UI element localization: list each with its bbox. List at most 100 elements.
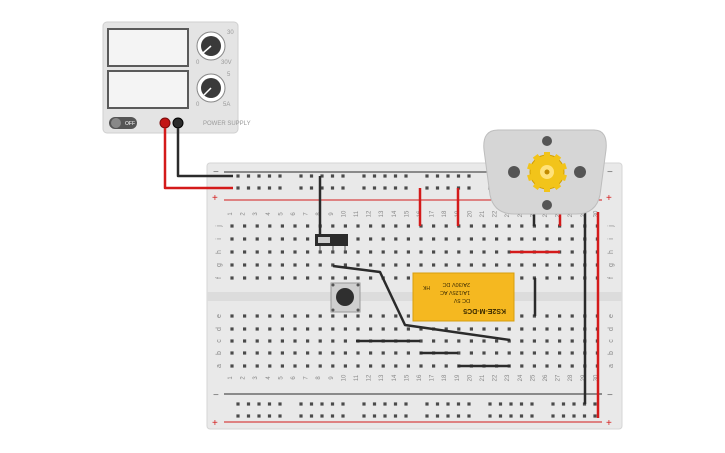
breadboard-hole[interactable] (309, 186, 314, 190)
breadboard-hole[interactable] (435, 186, 440, 190)
breadboard-hole[interactable] (406, 314, 410, 318)
breadboard-hole[interactable] (570, 250, 574, 254)
breadboard-hole[interactable] (545, 314, 549, 318)
breadboard-hole[interactable] (343, 339, 347, 343)
breadboard-hole[interactable] (404, 414, 408, 418)
breadboard-hole[interactable] (330, 174, 335, 178)
breadboard-hole[interactable] (246, 174, 251, 178)
breadboard-hole[interactable] (280, 364, 284, 368)
breadboard-hole[interactable] (331, 276, 335, 280)
breadboard-hole[interactable] (495, 224, 499, 228)
breadboard-hole[interactable] (257, 402, 261, 406)
breadboard-hole[interactable] (530, 414, 534, 418)
breadboard-hole[interactable] (320, 186, 324, 190)
breadboard-hole[interactable] (362, 414, 366, 418)
breadboard-hole[interactable] (309, 402, 314, 406)
breadboard-hole[interactable] (280, 276, 284, 280)
breadboard-hole[interactable] (306, 250, 310, 254)
breadboard-hole[interactable] (572, 414, 576, 418)
breadboard-hole[interactable] (469, 351, 473, 355)
breadboard-hole[interactable] (268, 224, 272, 228)
breadboard-hole[interactable] (545, 237, 549, 241)
breadboard-hole[interactable] (446, 402, 450, 406)
breadboard-hole[interactable] (331, 224, 335, 228)
breadboard-hole[interactable] (419, 237, 423, 241)
breadboard-hole[interactable] (432, 364, 436, 368)
breadboard-hole[interactable] (558, 263, 562, 267)
breadboard-hole[interactable] (268, 364, 272, 368)
breadboard-hole[interactable] (495, 351, 499, 355)
breadboard-hole[interactable] (435, 174, 440, 178)
breadboard-hole[interactable] (467, 174, 471, 178)
breadboard-hole[interactable] (545, 224, 549, 228)
breadboard-hole[interactable] (267, 414, 272, 418)
breadboard-hole[interactable] (267, 186, 272, 190)
breadboard-hole[interactable] (299, 402, 303, 406)
breadboard-hole[interactable] (482, 327, 486, 331)
breadboard-hole[interactable] (280, 224, 284, 228)
breadboard-hole[interactable] (280, 351, 284, 355)
breadboard-hole[interactable] (257, 174, 261, 178)
breadboard-hole[interactable] (495, 237, 499, 241)
breadboard-hole[interactable] (369, 237, 373, 241)
breadboard-hole[interactable] (383, 402, 387, 406)
breadboard-hole[interactable] (394, 314, 398, 318)
breadboard-hole[interactable] (230, 364, 234, 368)
breadboard-hole[interactable] (331, 327, 335, 331)
breadboard-hole[interactable] (230, 339, 234, 343)
breadboard-hole[interactable] (243, 364, 247, 368)
breadboard-hole[interactable] (570, 327, 574, 331)
breadboard-hole[interactable] (551, 402, 555, 406)
breadboard-hole[interactable] (520, 276, 524, 280)
breadboard-hole[interactable] (558, 314, 562, 318)
breadboard-hole[interactable] (243, 263, 247, 267)
breadboard-hole[interactable] (293, 276, 297, 280)
breadboard-hole[interactable] (293, 339, 297, 343)
breadboard-hole[interactable] (570, 237, 574, 241)
breadboard-hole[interactable] (372, 174, 377, 178)
breadboard-hole[interactable] (236, 174, 240, 178)
breadboard-hole[interactable] (393, 186, 398, 190)
breadboard-hole[interactable] (520, 237, 524, 241)
breadboard-hole[interactable] (230, 263, 234, 267)
breadboard-hole[interactable] (280, 314, 284, 318)
breadboard-hole[interactable] (268, 263, 272, 267)
breadboard-hole[interactable] (488, 414, 492, 418)
breadboard-hole[interactable] (257, 186, 261, 190)
breadboard-hole[interactable] (519, 402, 524, 406)
breadboard-hole[interactable] (330, 186, 335, 190)
breadboard-hole[interactable] (432, 250, 436, 254)
breadboard-hole[interactable] (230, 327, 234, 331)
breadboard-hole[interactable] (406, 250, 410, 254)
breadboard-hole[interactable] (280, 250, 284, 254)
breadboard-hole[interactable] (507, 327, 511, 331)
breadboard-hole[interactable] (255, 351, 259, 355)
breadboard-hole[interactable] (469, 263, 473, 267)
breadboard-hole[interactable] (362, 174, 366, 178)
breadboard-hole[interactable] (293, 237, 297, 241)
breadboard-hole[interactable] (341, 186, 345, 190)
breadboard-hole[interactable] (230, 250, 234, 254)
breadboard-hole[interactable] (299, 414, 303, 418)
breadboard-hole[interactable] (320, 414, 324, 418)
breadboard-hole[interactable] (293, 224, 297, 228)
breadboard-hole[interactable] (406, 327, 410, 331)
breadboard-hole[interactable] (570, 263, 574, 267)
breadboard-hole[interactable] (280, 263, 284, 267)
breadboard-hole[interactable] (393, 402, 398, 406)
breadboard-hole[interactable] (444, 339, 448, 343)
breadboard-hole[interactable] (309, 414, 314, 418)
breadboard-hole[interactable] (570, 276, 574, 280)
breadboard-hole[interactable] (356, 276, 360, 280)
breadboard-hole[interactable] (558, 351, 562, 355)
breadboard-hole[interactable] (444, 237, 448, 241)
breadboard-hole[interactable] (236, 414, 240, 418)
breadboard-hole[interactable] (343, 351, 347, 355)
breadboard-hole[interactable] (306, 237, 310, 241)
breadboard-hole[interactable] (243, 351, 247, 355)
breadboard-hole[interactable] (457, 263, 461, 267)
breadboard-hole[interactable] (306, 263, 310, 267)
breadboard-hole[interactable] (369, 276, 373, 280)
push-button[interactable] (330, 282, 361, 313)
breadboard-hole[interactable] (507, 250, 511, 254)
